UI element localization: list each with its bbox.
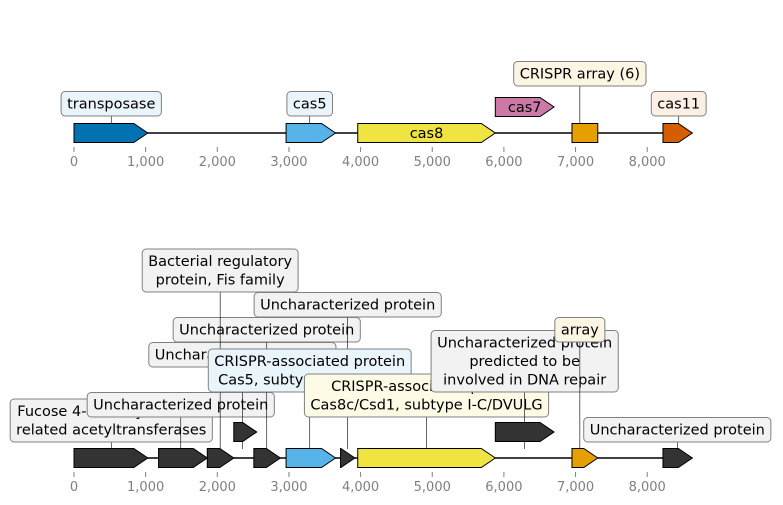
- top-track-callout-text-3-0: cas11: [657, 97, 700, 113]
- bottom-track-gene-1: [158, 448, 209, 468]
- bottom-track-gene-2: [206, 448, 235, 468]
- top-track-callout-box-0: [60, 91, 162, 117]
- bottom-track-axis-tick-label-7: 7,000: [557, 480, 594, 495]
- bottom-track-callout-box-5: [253, 292, 442, 318]
- top-track-callout-box-3: [650, 91, 707, 117]
- bottom-track-axis-tick-label-5: 5,000: [414, 480, 451, 495]
- bottom-track-callout-text-9-0: array: [561, 323, 599, 339]
- bottom-track-gene-5: [285, 448, 337, 468]
- bottom-track-callout-text-4-1: protein, Fis family: [156, 273, 285, 289]
- bottom-track-callout-4: Bacterial regulatory protein, Fis family: [141, 248, 299, 293]
- bottom-track-axis-tick-label-1: 1,000: [127, 480, 164, 495]
- bottom-track-axis-tick-label-4: 4,000: [342, 480, 379, 495]
- bottom-track-callout-text-4-0: Bacterial regulatory: [148, 254, 292, 270]
- top-track-callout-3: cas11: [650, 91, 707, 117]
- bottom-track-axis-tick-label-3: 3,000: [270, 480, 307, 495]
- bottom-track-callout-9: array: [554, 317, 606, 343]
- bottom-track-gene-9: [571, 448, 599, 468]
- bottom-track-gene-4: [253, 448, 282, 468]
- top-track-axis-tick-label-7: 7,000: [557, 155, 594, 170]
- bottom-track-callout-5: Uncharacterized protein: [253, 292, 442, 318]
- bottom-track-callout-text-1-0: Uncharacterized protein: [93, 398, 268, 414]
- bottom-track-callout-box-9: [554, 317, 606, 343]
- top-track-axis-tick-label-5: 5,000: [414, 155, 451, 170]
- top-track-axis-tick-label-2: 2,000: [199, 155, 236, 170]
- top-track-gene-label-2: cas8: [410, 126, 444, 142]
- top-track-callout-1: cas5: [286, 91, 334, 117]
- bottom-track-axis-tick-label-0: 0: [70, 480, 78, 495]
- top-track-callout-0: transposase: [60, 91, 162, 117]
- bottom-track-gene-3: [233, 422, 258, 442]
- bottom-track-axis-tick-label-2: 2,000: [199, 480, 236, 495]
- bottom-track-callout-text-3-0: Uncharacterized protein: [179, 323, 354, 339]
- bottom-track-gene-6: [340, 448, 356, 468]
- bottom-track-callout-box-1: [86, 392, 275, 418]
- top-track-axis-tick-label-3: 3,000: [270, 155, 307, 170]
- top-track-callout-box-1: [286, 91, 334, 117]
- top-track-callout-text-2-0: CRISPR array (6): [520, 67, 640, 83]
- bottom-track-callout-text-8-1: predicted to be: [469, 354, 580, 370]
- top-track-axis-tick-label-6: 6,000: [485, 155, 522, 170]
- bottom-track-gene-7: [357, 448, 497, 468]
- bottom-track-callout-text-10-0: Uncharacterized protein: [590, 423, 765, 439]
- bottom-track-axis-tick-label-6: 6,000: [485, 480, 522, 495]
- top-track-callout-text-0-0: transposase: [67, 97, 155, 113]
- bottom-track-gene-8: [494, 422, 555, 442]
- top-track-gene-4: [571, 123, 599, 143]
- top-track-axis-tick-label-1: 1,000: [127, 155, 164, 170]
- bottom-track-gene-0: [73, 448, 149, 468]
- bottom-track-callout-text-5-0: Uncharacterized protein: [260, 298, 435, 314]
- top-track-gene-5: [662, 123, 694, 143]
- top-track-gene-1: [285, 123, 337, 143]
- top-track-axis-tick-label-8: 8,000: [629, 155, 666, 170]
- bottom-track-callout-text-0-1: related acetyltransferases: [16, 423, 206, 439]
- bottom-track-callout-box-8: [430, 330, 619, 393]
- top-track-callout-text-1-0: cas5: [293, 97, 327, 113]
- bottom-track-callout-box-10: [583, 417, 772, 443]
- bottom-track-callout-text-7-1: Cas8c/Csd1, subtype I-C/DVULG: [310, 398, 542, 414]
- top-track-callout-2: CRISPR array (6): [513, 61, 647, 87]
- bottom-track-callout-box-4: [141, 248, 299, 293]
- bottom-track-gene-10: [662, 448, 694, 468]
- top-track-callout-box-2: [513, 61, 647, 87]
- bottom-track-callout-1: Uncharacterized protein: [86, 392, 275, 418]
- top-track-axis-tick-label-0: 0: [70, 155, 78, 170]
- bottom-track-callout-10: Uncharacterized protein: [583, 417, 772, 443]
- top-track-gene-3: [494, 97, 555, 117]
- top-track-axis-tick-label-4: 4,000: [342, 155, 379, 170]
- bottom-track-callout-3: Uncharacterized protein: [172, 317, 361, 343]
- top-track-gene-2: [357, 123, 497, 143]
- bottom-track-callout-text-8-2: involved in DNA repair: [443, 373, 606, 389]
- top-track-gene-0: [73, 123, 149, 143]
- bottom-track-axis-tick-label-8: 8,000: [629, 480, 666, 495]
- top-track-gene-label-3: cas7: [508, 100, 542, 116]
- bottom-track-callout-text-6-0: CRISPR-associated protein: [214, 354, 405, 370]
